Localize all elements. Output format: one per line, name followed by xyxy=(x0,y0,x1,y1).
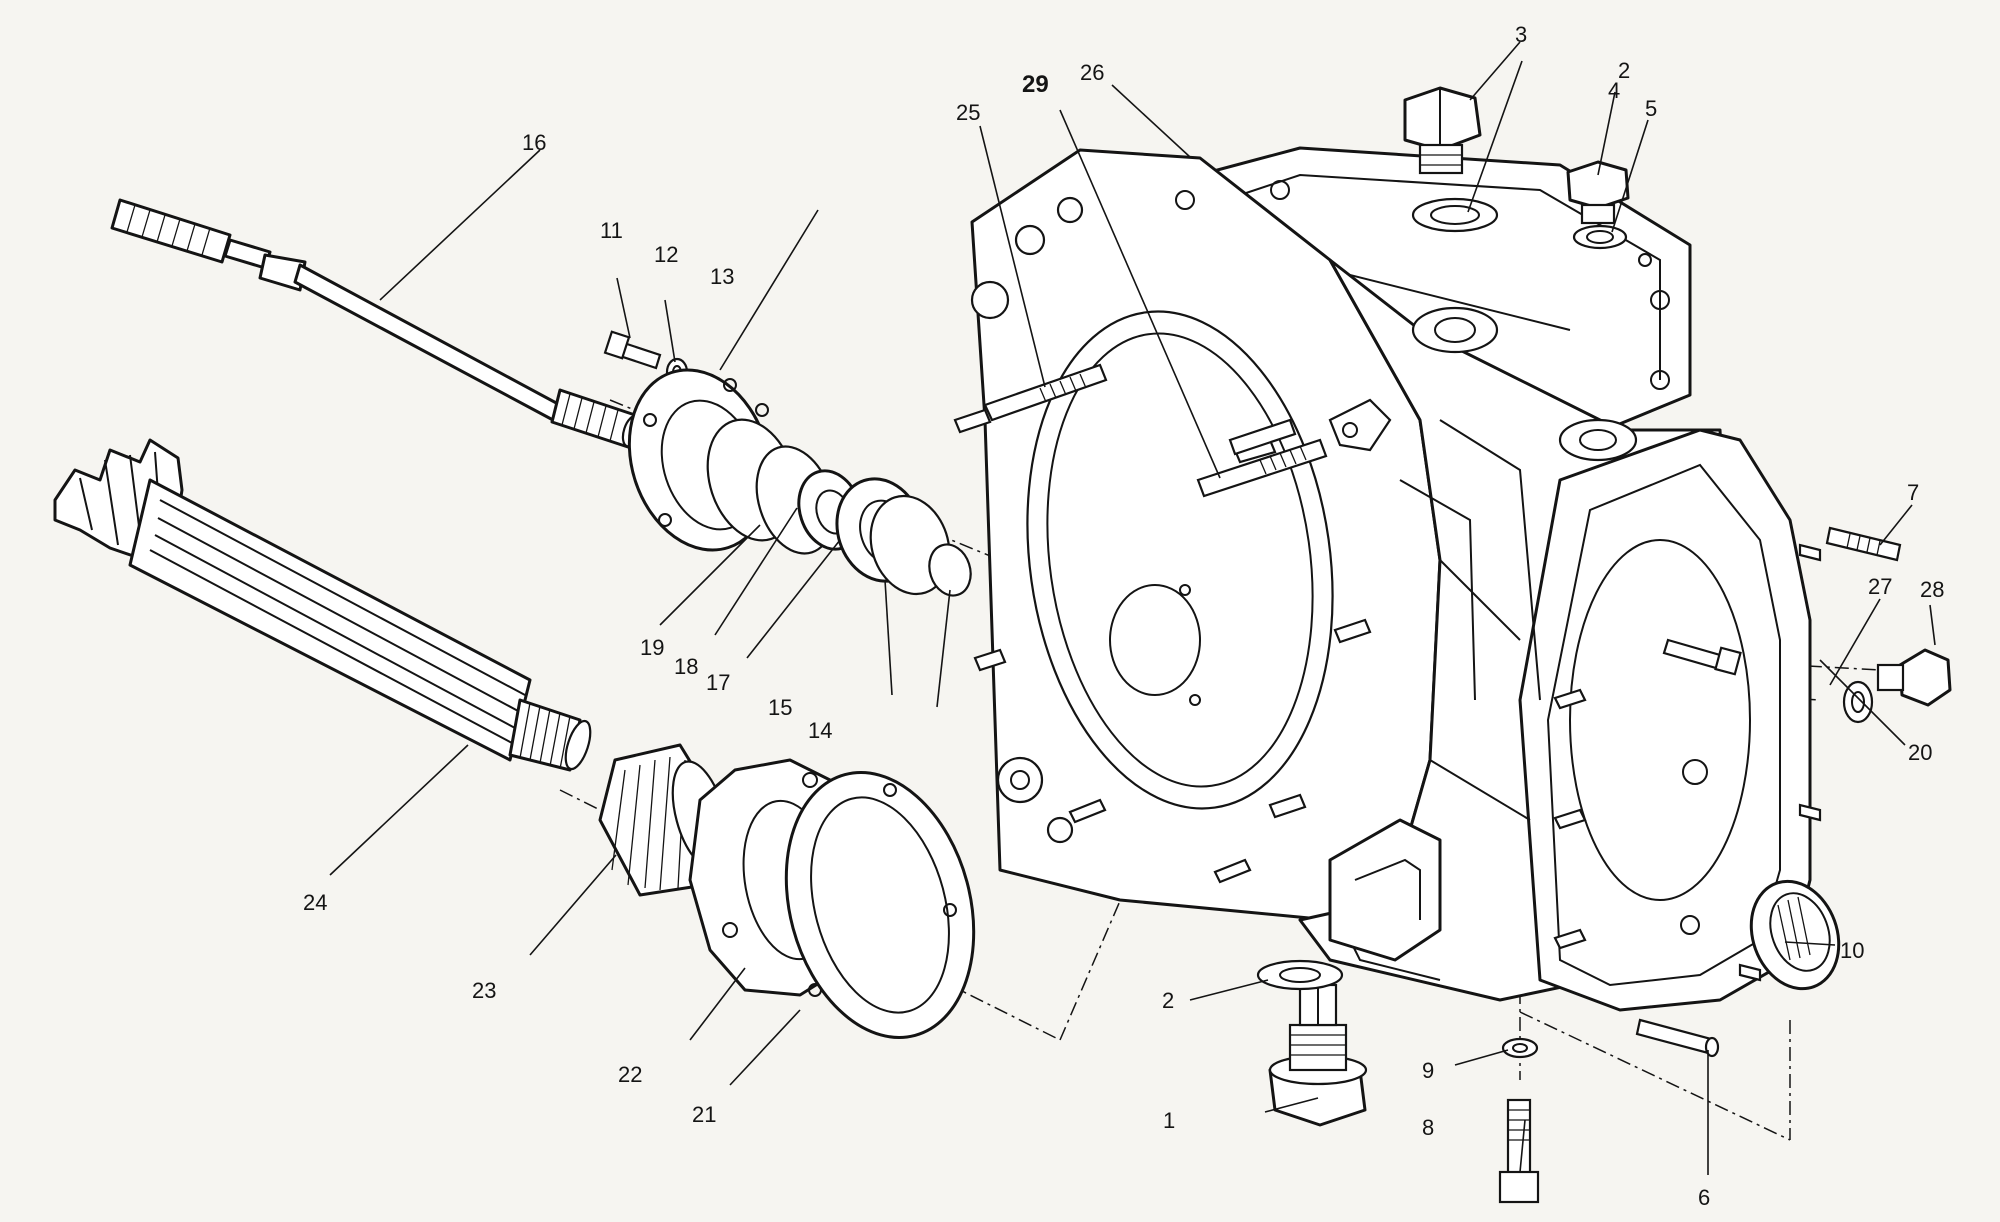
callout-18: 18 xyxy=(674,654,698,679)
stud-25 xyxy=(983,363,1108,422)
ball-bearing-15 xyxy=(835,477,951,596)
callout-13: 13 xyxy=(710,264,734,289)
level-plug xyxy=(1566,160,1630,225)
input-shaft xyxy=(110,198,643,449)
plug-28 xyxy=(1876,648,1952,707)
callout-16: 16 xyxy=(522,130,546,155)
callout-20: 20 xyxy=(1908,740,1932,765)
callout-11: 11 xyxy=(600,218,623,243)
washer-9 xyxy=(1501,1037,1539,1059)
pinion-shaft xyxy=(128,478,592,772)
stud-6 xyxy=(1635,1018,1720,1058)
callout-19: 19 xyxy=(640,635,664,660)
stud-7 xyxy=(1825,526,1902,562)
callout-25: 25 xyxy=(956,100,980,125)
shim-ring xyxy=(784,771,976,1039)
flange-studs xyxy=(953,408,1822,982)
callout-21: 21 xyxy=(692,1102,716,1127)
callout-12: 12 xyxy=(654,242,678,267)
drain-washer xyxy=(1256,959,1344,991)
callout-2-filler-washer: 2 xyxy=(1618,58,1630,83)
callout-4: 4 xyxy=(1608,78,1620,103)
screw-20 xyxy=(1662,638,1742,676)
filler-washer xyxy=(1411,197,1499,233)
callout-9: 9 xyxy=(1422,1058,1434,1083)
callout-3: 3 xyxy=(1515,22,1527,47)
callout-10: 10 xyxy=(1840,938,1864,963)
circlip-14 xyxy=(928,543,972,597)
callout-22: 22 xyxy=(618,1062,642,1087)
gearbox-casing xyxy=(970,146,1812,1012)
drain-plug xyxy=(1268,983,1368,1127)
callout-26: 26 xyxy=(1080,60,1104,85)
callout-23: 23 xyxy=(472,978,496,1003)
callout-17: 17 xyxy=(706,670,730,695)
screw-8 xyxy=(1498,1098,1540,1204)
callout-5: 5 xyxy=(1645,96,1657,121)
filler-plug xyxy=(1403,86,1482,175)
part-callouts: 1 2 2 3 4 5 6 7 8 9 10 11 12 13 14 15 16… xyxy=(303,22,1944,1210)
callout-7: 7 xyxy=(1907,480,1919,505)
stud-29 xyxy=(1196,418,1328,498)
needle-bearing xyxy=(1749,879,1841,991)
screw-11 xyxy=(603,330,662,370)
callout-29: 29 xyxy=(1022,71,1049,98)
callout-28: 28 xyxy=(1920,577,1944,602)
callout-14: 14 xyxy=(808,718,832,743)
leader-lines xyxy=(329,41,1936,1175)
callout-27: 27 xyxy=(1868,574,1892,599)
callout-1: 1 xyxy=(1163,1108,1175,1133)
callout-24: 24 xyxy=(303,890,327,915)
level-washer xyxy=(1572,224,1628,250)
callout-15: 15 xyxy=(768,695,792,720)
callout-6: 6 xyxy=(1698,1185,1710,1210)
callout-8: 8 xyxy=(1422,1115,1434,1140)
callout-2-drain-washer: 2 xyxy=(1162,988,1174,1013)
